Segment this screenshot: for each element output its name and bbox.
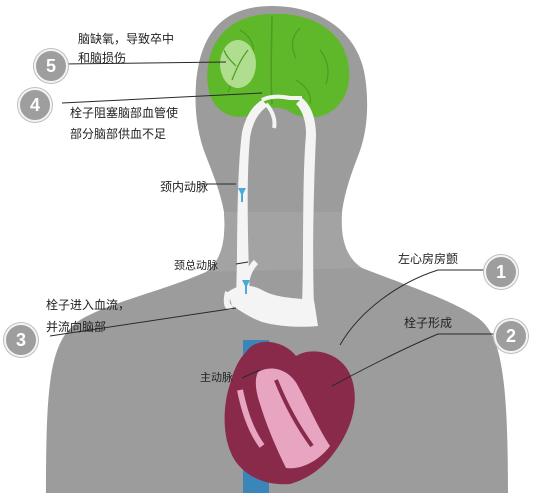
label-left-atrial-fibrillation: 左心房房颤 — [398, 252, 459, 266]
label-aorta: 主动脉 — [200, 371, 233, 384]
heart-wall — [237, 389, 265, 448]
label-enter-line2: 并流向脑部 — [46, 320, 107, 334]
label-internal-carotid: 颈内动脉 — [160, 180, 209, 194]
leader-lines — [49, 61, 494, 387]
infarct-area — [220, 40, 256, 88]
label-stroke-line2: 和脑损伤 — [78, 51, 127, 65]
aortic-arch — [228, 285, 318, 327]
label-stroke-line1: 脑缺氧，导致卒中 — [78, 32, 175, 46]
neck-shade — [206, 212, 362, 272]
badge-2: 2 — [494, 319, 528, 353]
badge-5: 5 — [34, 49, 68, 83]
cerebral-branches — [261, 94, 302, 129]
flow-arrow-1-tail — [241, 188, 243, 202]
brain — [207, 13, 350, 118]
label-common-carotid: 颈总动脉 — [174, 259, 218, 272]
badge-3: 3 — [4, 323, 38, 357]
label-thrombus-formation: 栓子形成 — [404, 316, 453, 330]
brain-fold — [270, 15, 273, 105]
brain-folds — [225, 27, 329, 105]
infarct-vessels — [223, 49, 249, 81]
heart-septum — [274, 379, 314, 448]
badge-4: 4 — [18, 88, 52, 122]
badge-1: 1 — [484, 255, 518, 289]
label-block-line1: 栓子阻塞脑部血管使 — [70, 106, 179, 120]
label-block-line2: 部分脑部供血不足 — [70, 127, 167, 141]
label-enter-line1: 栓子进入血流， — [46, 298, 131, 312]
flow-arrow-2-tail — [245, 280, 247, 294]
